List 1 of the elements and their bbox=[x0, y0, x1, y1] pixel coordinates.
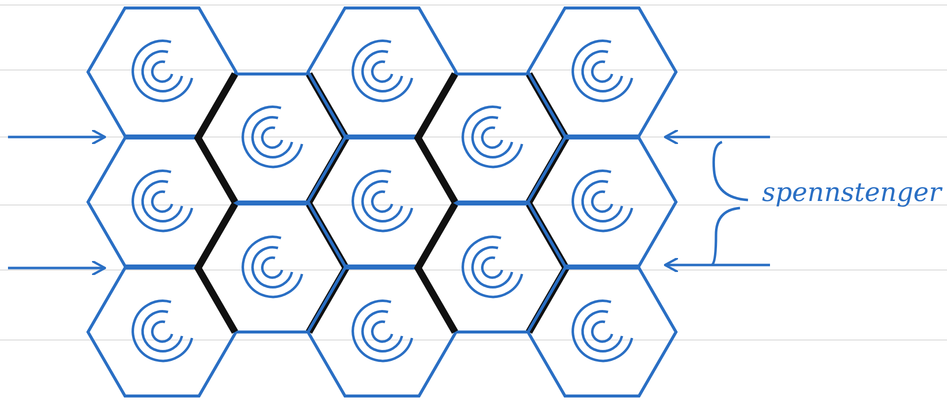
annotation-text: spennstenger bbox=[762, 178, 942, 208]
